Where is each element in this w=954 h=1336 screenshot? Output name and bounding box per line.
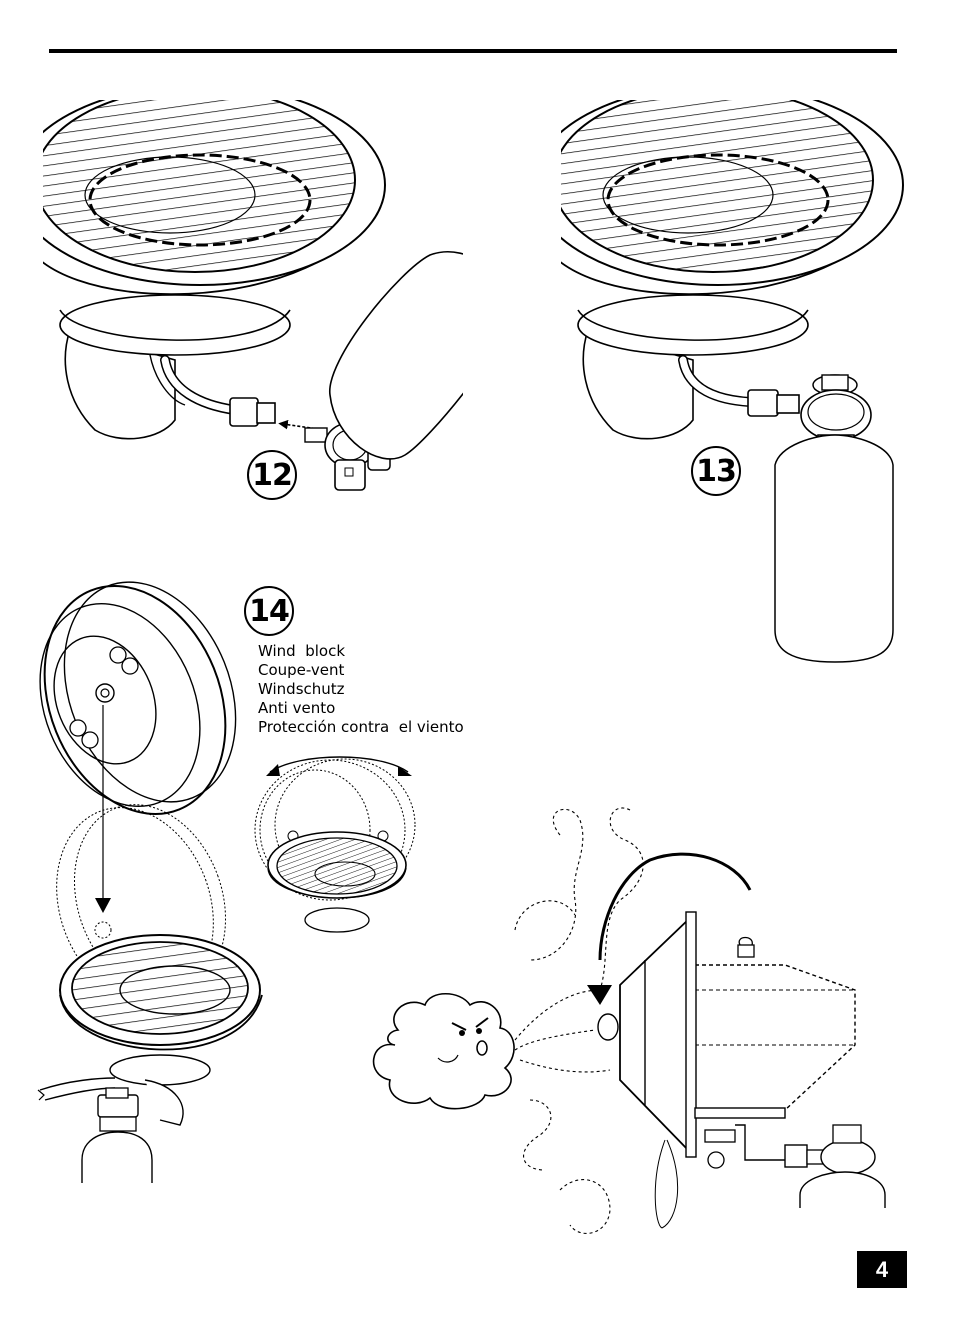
cloud-face-icon [372,992,515,1110]
label-french: Coupe-vent [258,661,345,679]
step12-illustration [43,100,463,491]
step-13-badge: 13 [691,446,741,496]
label-german: Windschutz [258,680,345,698]
label-spanish: Protección contra el viento [258,718,464,736]
gas-cylinder-icon [774,434,894,663]
step-14-badge: 14 [244,586,294,636]
small-grill-dotted [254,758,416,933]
wind-block-icon [39,581,237,815]
label-italian: Anti vento [258,699,336,717]
wind-block-labels: Wind block Coupe-vent Windschutz Anti ve… [258,642,464,737]
page-number: 4 [857,1251,907,1288]
step-12-badge: 12 [247,450,297,500]
rotation-arrow-icon [269,756,409,773]
mounted-wind-block-grill [587,852,886,1229]
grill-grate-icon [37,934,263,1183]
step13-illustration [561,100,904,458]
header-rule [49,49,897,53]
wind-swirls [514,807,644,1234]
label-english: Wind block [258,642,346,660]
